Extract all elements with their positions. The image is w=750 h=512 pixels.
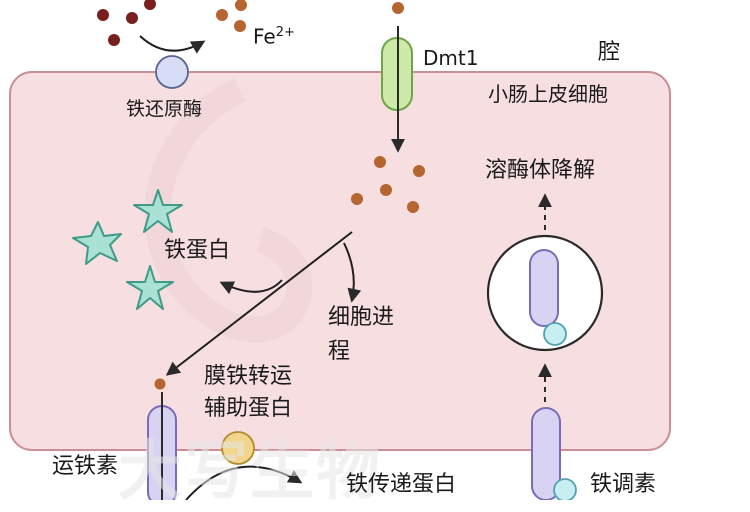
transferrin-label: 铁传递蛋白 bbox=[346, 472, 457, 497]
iron-dot bbox=[216, 9, 228, 21]
lumen-iron-dots bbox=[97, 0, 404, 46]
iron-dot bbox=[374, 156, 386, 168]
iron-dot bbox=[234, 20, 246, 32]
hepcidin-icon bbox=[553, 478, 577, 500]
lumen-label: 腔 bbox=[598, 40, 621, 65]
cell-label: 小肠上皮细胞 bbox=[488, 82, 608, 106]
cytosol-iron-dots bbox=[154, 156, 425, 390]
iron-dot bbox=[126, 12, 138, 24]
iron-dot bbox=[235, 0, 247, 11]
endocytosis-label-line2: 程 bbox=[328, 339, 351, 364]
ferritin-label: 铁蛋白 bbox=[164, 238, 231, 263]
dmt1-label: Dmt1 bbox=[423, 46, 479, 70]
watermark-swirl bbox=[144, 78, 313, 343]
iron-dot bbox=[413, 165, 425, 177]
storage-arrow bbox=[219, 279, 283, 295]
hepcidin-label: 铁调素 bbox=[590, 472, 657, 497]
iron-dot bbox=[392, 2, 404, 14]
endocytosis-label-line1: 细胞进 bbox=[328, 305, 395, 330]
iron-ion-symbol: Fe bbox=[253, 24, 276, 49]
reduction-arrow bbox=[139, 35, 206, 54]
iron-dot bbox=[108, 34, 120, 46]
iron-ion-charge: 2+ bbox=[275, 25, 295, 40]
ferroportin-label: 运铁素 bbox=[52, 454, 119, 479]
hephaestin-label-line1: 膜铁转运 bbox=[204, 364, 293, 389]
ferritin-stars bbox=[72, 189, 183, 310]
lysosomal-degradation-label: 溶酶体降解 bbox=[485, 158, 596, 183]
iron-dot bbox=[144, 0, 156, 10]
hephaestin-label-line2: 辅助蛋白 bbox=[204, 396, 293, 421]
ferric-reductase-label: 铁还原酶 bbox=[126, 98, 203, 120]
ferritin-star-icon bbox=[72, 221, 122, 265]
transport-arrow bbox=[165, 231, 353, 376]
ferric-reductase-icon bbox=[155, 55, 189, 89]
watermark-text: 大写生物 bbox=[118, 435, 382, 509]
iron-dot bbox=[351, 193, 363, 205]
iron-dot bbox=[407, 201, 419, 213]
ferritin-star-icon bbox=[126, 265, 174, 310]
ferritin-star-icon bbox=[133, 189, 183, 233]
ferroportin-hepcidin-bound bbox=[531, 407, 561, 500]
iron-absorption-diagram bbox=[9, 0, 671, 500]
iron-dot bbox=[380, 184, 392, 196]
internalized-hepcidin-icon bbox=[543, 322, 567, 346]
endocytosis-arrow bbox=[343, 242, 362, 303]
hephaestin-icon bbox=[221, 431, 255, 465]
iron-dot bbox=[154, 378, 166, 390]
iron-ion-label: Fe2+ bbox=[253, 26, 295, 47]
oxidation-arrow bbox=[185, 465, 303, 500]
iron-dot bbox=[97, 9, 109, 21]
internalized-ferroportin bbox=[529, 249, 559, 327]
